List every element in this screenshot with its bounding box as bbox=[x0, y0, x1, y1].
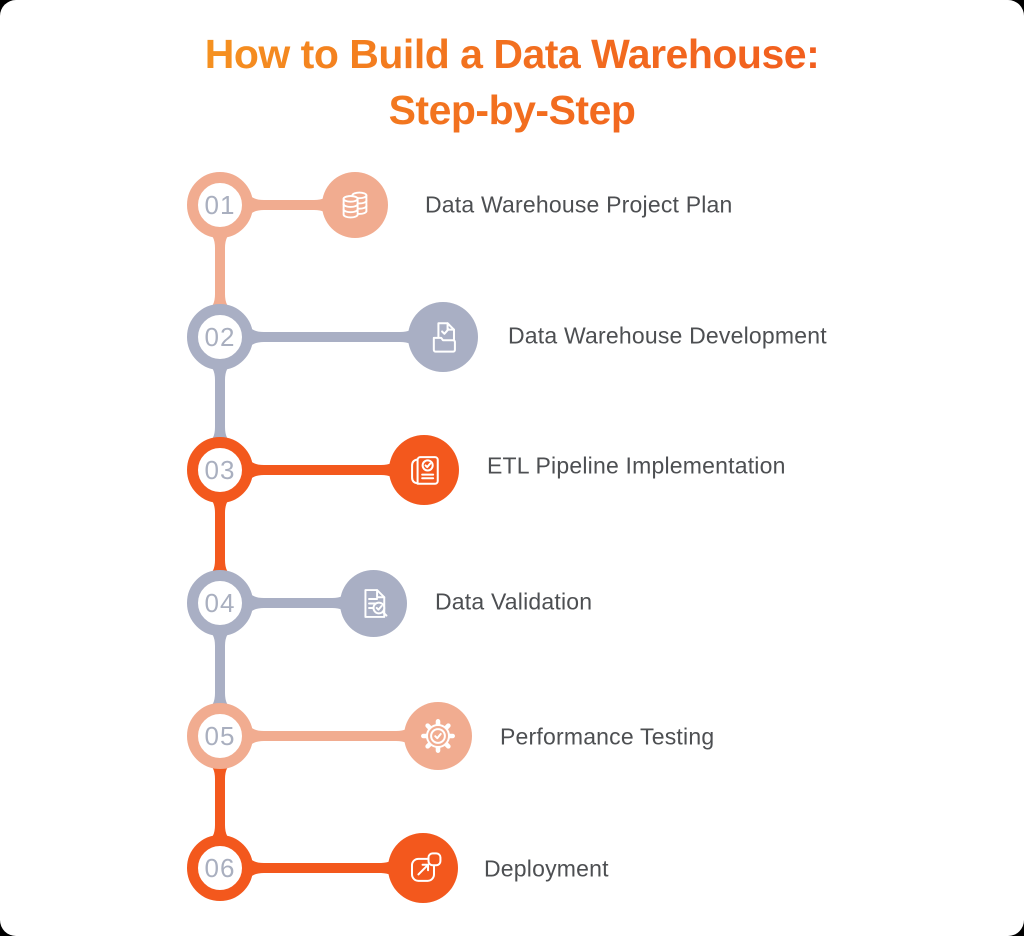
step-04-number-circle: 04 bbox=[187, 570, 253, 636]
step-06-label: Deployment bbox=[484, 855, 609, 882]
page-title: How to Build a Data Warehouse: Step-by-St… bbox=[0, 26, 1024, 138]
step-05-number: 05 bbox=[204, 720, 236, 751]
connector-step2-icon bbox=[248, 324, 416, 350]
step-04-icon-circle bbox=[340, 570, 407, 637]
step-03-icon-circle bbox=[389, 435, 459, 505]
checklist-document-icon bbox=[411, 456, 439, 485]
step-02-number-circle: 02 bbox=[187, 304, 253, 370]
step-03-number-circle: 03 bbox=[187, 437, 253, 503]
launch-arrow-icon bbox=[410, 852, 442, 882]
connector-step1-icon bbox=[248, 192, 330, 218]
step-04-number: 04 bbox=[204, 587, 236, 618]
connector-step2-step3 bbox=[207, 364, 233, 443]
page-title-line2: Step-by-Step bbox=[388, 87, 636, 133]
document-search-check-icon bbox=[364, 589, 388, 618]
step-01-number-circle: 01 bbox=[187, 172, 253, 238]
connector-step3-step4 bbox=[207, 497, 233, 576]
page-title-line1: How to Build a Data Warehouse: bbox=[204, 31, 820, 77]
step-03-label: ETL Pipeline Implementation bbox=[487, 452, 786, 479]
step-05-icon-circle bbox=[404, 702, 472, 770]
connector-step3-icon bbox=[248, 457, 397, 483]
step-06-icon-circle bbox=[388, 833, 458, 903]
step-06-number-circle: 06 bbox=[187, 835, 253, 901]
connector-step5-icon bbox=[248, 723, 412, 749]
connector-step4-step5 bbox=[207, 630, 233, 709]
step-01-label: Data Warehouse Project Plan bbox=[425, 191, 733, 218]
connector-step1-step2 bbox=[207, 232, 233, 310]
step-06-number: 06 bbox=[204, 852, 236, 883]
step-02-label: Data Warehouse Development bbox=[508, 322, 827, 349]
step-04-label: Data Validation bbox=[435, 588, 593, 615]
step-01-number: 01 bbox=[204, 189, 236, 220]
step-05-label: Performance Testing bbox=[500, 723, 715, 750]
connector-step5-step6 bbox=[207, 763, 233, 841]
step-02-number: 02 bbox=[204, 321, 236, 352]
step-03-number: 03 bbox=[204, 454, 236, 485]
step-01-icon-circle bbox=[322, 172, 388, 238]
connector-step6-icon bbox=[248, 855, 396, 881]
step-02-icon-circle bbox=[408, 302, 478, 372]
connector-step4-icon bbox=[248, 590, 348, 616]
step-05-number-circle: 05 bbox=[187, 703, 253, 769]
database-stack-icon bbox=[342, 191, 368, 219]
folder-document-check-icon bbox=[432, 322, 456, 353]
gear-check-icon bbox=[421, 719, 455, 753]
